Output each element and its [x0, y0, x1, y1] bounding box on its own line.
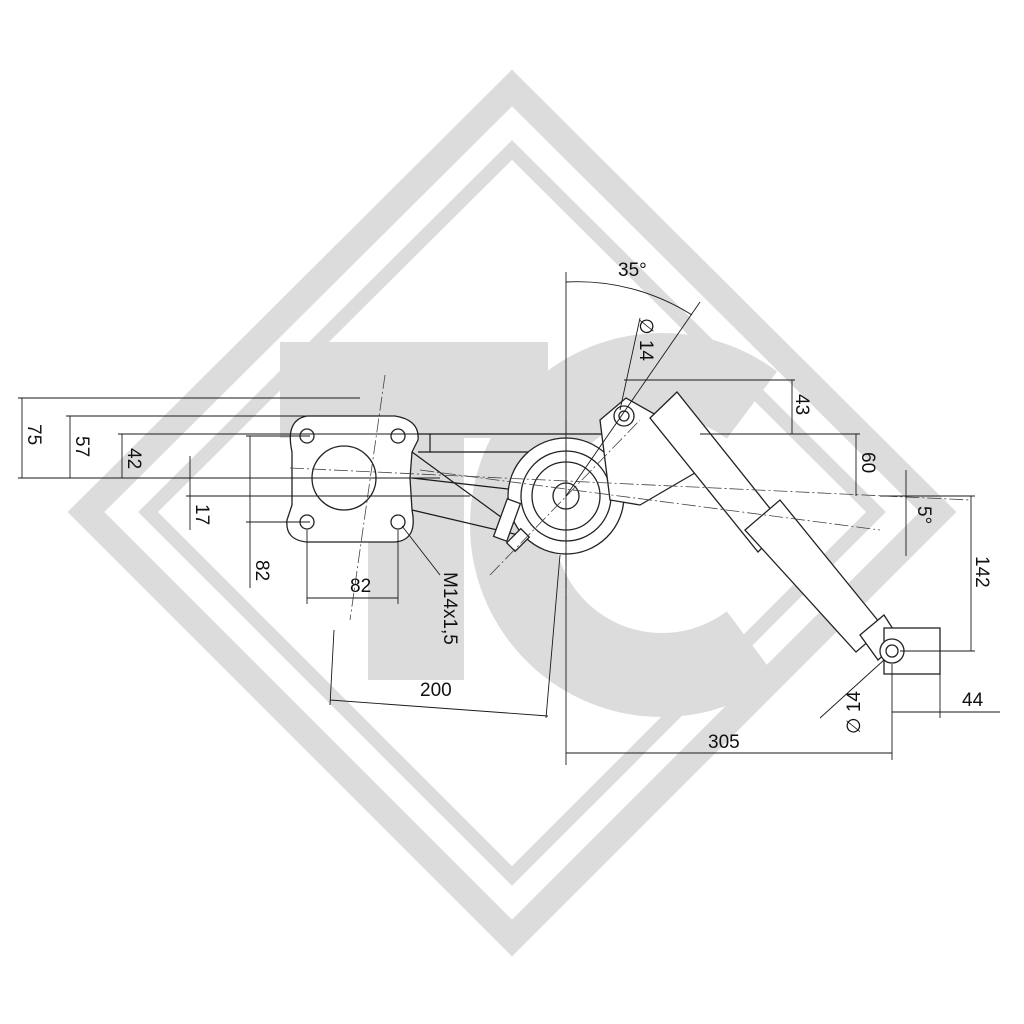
- label-75: 75: [23, 424, 44, 445]
- center-lines: [289, 374, 971, 621]
- label-43: 43: [791, 394, 812, 415]
- label-200: 200: [420, 680, 452, 701]
- shock-absorber: [649, 391, 941, 675]
- label-305: 305: [708, 732, 740, 753]
- dimension-lines: [18, 272, 1000, 765]
- dimension-labels: 35° ∅ 14 43 60 5° 142 ∅ 14 44 305 200 82…: [23, 260, 992, 753]
- label-142: 142: [971, 556, 992, 588]
- label-57: 57: [71, 436, 92, 457]
- label-dia-14-bottom: ∅ 14: [844, 691, 865, 734]
- label-82-vertical: 82: [251, 560, 272, 581]
- label-44: 44: [962, 690, 984, 711]
- label-17: 17: [191, 504, 212, 525]
- label-60: 60: [857, 452, 878, 473]
- label-dia-14-top: ∅ 14: [635, 318, 656, 361]
- label-82-horizontal: 82: [350, 576, 371, 597]
- wheel-flange: [286, 415, 419, 543]
- label-m14x1-5: M14x1,5: [439, 572, 460, 645]
- label-5-degrees: 5°: [913, 506, 934, 524]
- bolt-hole-top-right: [390, 428, 406, 444]
- bolt-hole-bottom-right: [390, 514, 406, 530]
- label-35-degrees: 35°: [618, 260, 647, 281]
- label-42: 42: [123, 448, 144, 469]
- watermark-diamond-outer: [67, 69, 957, 957]
